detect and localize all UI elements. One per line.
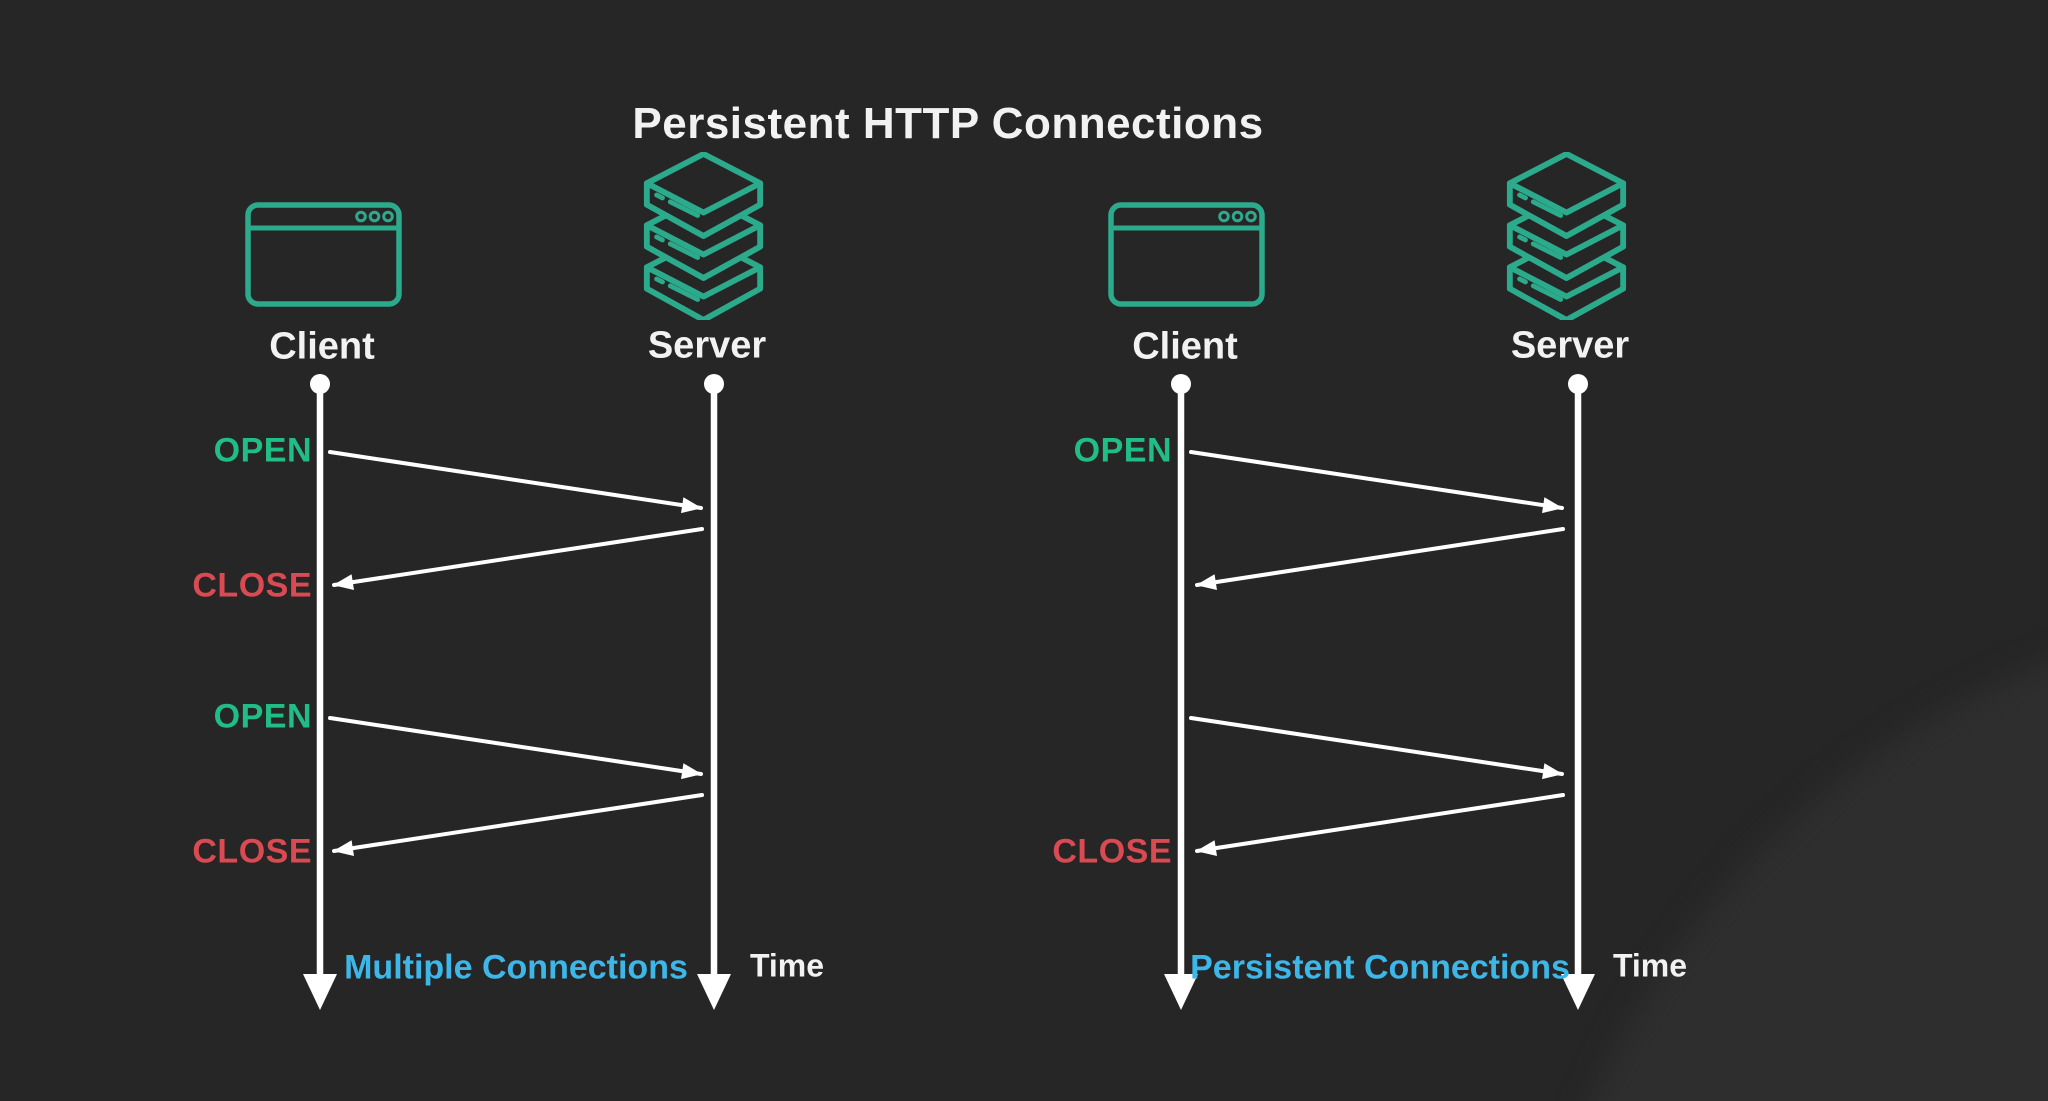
- diagram-caption: Persistent Connections: [1190, 948, 1570, 987]
- server-stack-icon: [1506, 152, 1627, 320]
- window-control-dots: [355, 210, 394, 223]
- server-stack-icon: [643, 152, 764, 320]
- diagram-caption: Multiple Connections: [344, 948, 688, 987]
- close-response-arrow: [1195, 793, 1565, 857]
- browser-window-icon: [245, 202, 402, 307]
- left-sequence-diagram: [303, 374, 731, 1010]
- server-label: Server: [1510, 324, 1630, 367]
- open-label: OPEN: [213, 697, 312, 736]
- server-label: Server: [647, 324, 767, 367]
- lifeline-start-dot: [1568, 374, 1588, 394]
- lifeline-arrowhead: [1561, 974, 1595, 1010]
- lifeline-arrowhead: [303, 974, 337, 1010]
- close-label: CLOSE: [192, 566, 312, 605]
- server-lifeline: [697, 374, 731, 1010]
- close-label: CLOSE: [1052, 832, 1172, 871]
- page-title: Persistent HTTP Connections: [632, 99, 1264, 148]
- lifeline-start-dot: [1171, 374, 1191, 394]
- time-axis-label: Time: [1612, 947, 1688, 984]
- right-sequence-diagram: [1164, 374, 1595, 1010]
- open-label: OPEN: [1073, 431, 1172, 470]
- open-request-arrow: [328, 450, 703, 514]
- open-request-arrow: [328, 716, 703, 780]
- window-control-dots: [1218, 210, 1257, 223]
- open-label: OPEN: [213, 431, 312, 470]
- close-label: CLOSE: [192, 832, 312, 871]
- server-lifeline: [1561, 374, 1595, 1010]
- browser-window-icon: [1108, 202, 1265, 307]
- lifeline-start-dot: [310, 374, 330, 394]
- open-request-arrow: [1189, 450, 1564, 514]
- client-lifeline: [1164, 374, 1198, 1010]
- client-label: Client: [269, 325, 375, 368]
- lifeline-arrowhead: [697, 974, 731, 1010]
- lifeline-arrowhead: [1164, 974, 1198, 1010]
- time-axis-label: Time: [749, 947, 825, 984]
- close-response-arrow: [332, 527, 704, 591]
- request-arrow: [1189, 716, 1564, 780]
- server-layer: [1506, 152, 1627, 239]
- lifeline-start-dot: [704, 374, 724, 394]
- client-label: Client: [1132, 325, 1238, 368]
- close-response-arrow: [332, 793, 704, 857]
- client-lifeline: [303, 374, 337, 1010]
- response-arrow: [1195, 527, 1565, 591]
- server-layer: [643, 152, 764, 239]
